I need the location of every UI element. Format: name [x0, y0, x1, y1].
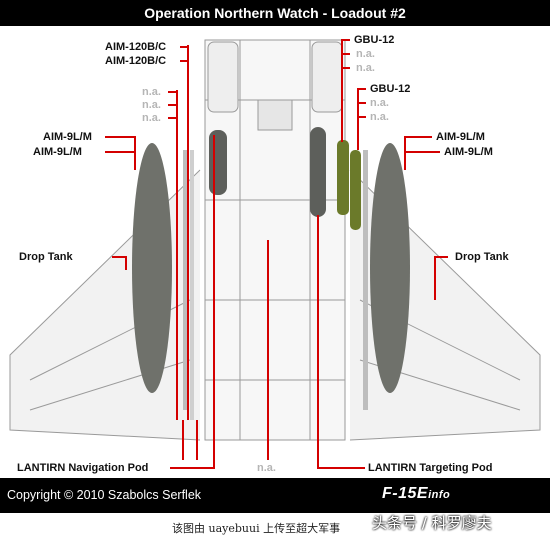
- label-drop-tank-left: Drop Tank: [19, 251, 73, 263]
- caption-strip: [0, 513, 550, 538]
- label-lantirn-targeting-pod: LANTIRN Targeting Pod: [368, 462, 493, 474]
- brand-logo: F-15Einfo: [382, 485, 451, 502]
- label-na-right-2: n.a.: [356, 62, 375, 74]
- gbu12-bomb-2: [350, 150, 361, 230]
- gbu12-bomb-1: [337, 140, 349, 215]
- right-drop-tank: [370, 143, 410, 393]
- right-aim9-missile: [363, 150, 368, 410]
- label-na-left-3: n.a.: [142, 112, 161, 124]
- aircraft-outline: [9, 39, 541, 441]
- leader-lines: [105, 39, 448, 469]
- left-aim120-missile: [190, 150, 194, 420]
- label-drop-tank-right: Drop Tank: [455, 251, 509, 263]
- label-aim9-right-2: AIM-9L/M: [444, 146, 493, 158]
- label-aim9-left-2: AIM-9L/M: [33, 146, 82, 158]
- left-aim9-missile: [183, 150, 188, 410]
- label-na-left-1: n.a.: [142, 86, 161, 98]
- label-aim9-right-1: AIM-9L/M: [436, 131, 485, 143]
- label-na-right-4: n.a.: [370, 111, 389, 123]
- footer-bar: [0, 478, 550, 513]
- label-aim120-1: AIM-120B/C: [105, 41, 167, 53]
- label-na-center: n.a.: [257, 462, 276, 474]
- label-lantirn-navigation-pod: LANTIRN Navigation Pod: [17, 462, 149, 474]
- caption-upload-note: 该图由 uayebuui 上传至超大军事: [172, 522, 341, 535]
- left-drop-tank: [132, 143, 172, 393]
- diagram-title: Operation Northern Watch - Loadout #2: [0, 0, 550, 26]
- label-gbu12-mid: GBU-12: [370, 83, 411, 95]
- label-na-right-3: n.a.: [370, 97, 389, 109]
- lantirn-targeting-pod-drawing: [310, 127, 326, 217]
- label-gbu12-top: GBU-12: [354, 34, 395, 46]
- caption-watermark: 头条号 / 科罗廖夫: [372, 514, 492, 532]
- label-na-left-2: n.a.: [142, 99, 161, 111]
- left-fuselage-store: [209, 130, 227, 195]
- label-na-right-1: n.a.: [356, 48, 375, 60]
- copyright-text: Copyright © 2010 Szabolcs Serflek: [7, 488, 202, 502]
- label-aim9-left-1: AIM-9L/M: [43, 131, 92, 143]
- label-aim120-2: AIM-120B/C: [105, 55, 167, 67]
